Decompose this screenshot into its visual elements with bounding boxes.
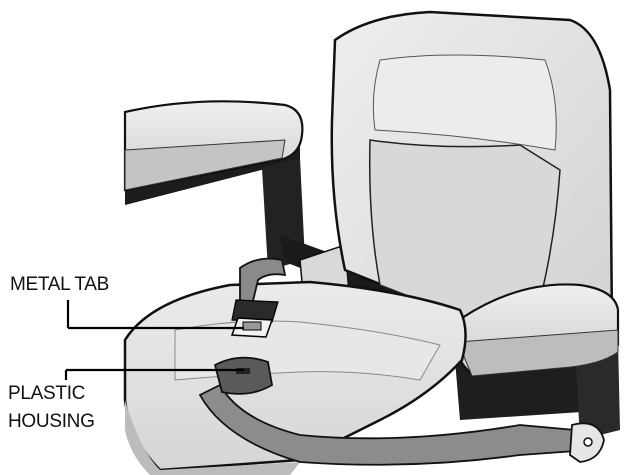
belt-end-buckle [570, 423, 604, 462]
plastic-housing-label-line2: HOUSING [8, 410, 95, 434]
metal-tab-label: METAL TAB [10, 273, 109, 297]
plastic-housing [215, 358, 272, 394]
plastic-housing-label-line1: PLASTIC [8, 382, 85, 406]
